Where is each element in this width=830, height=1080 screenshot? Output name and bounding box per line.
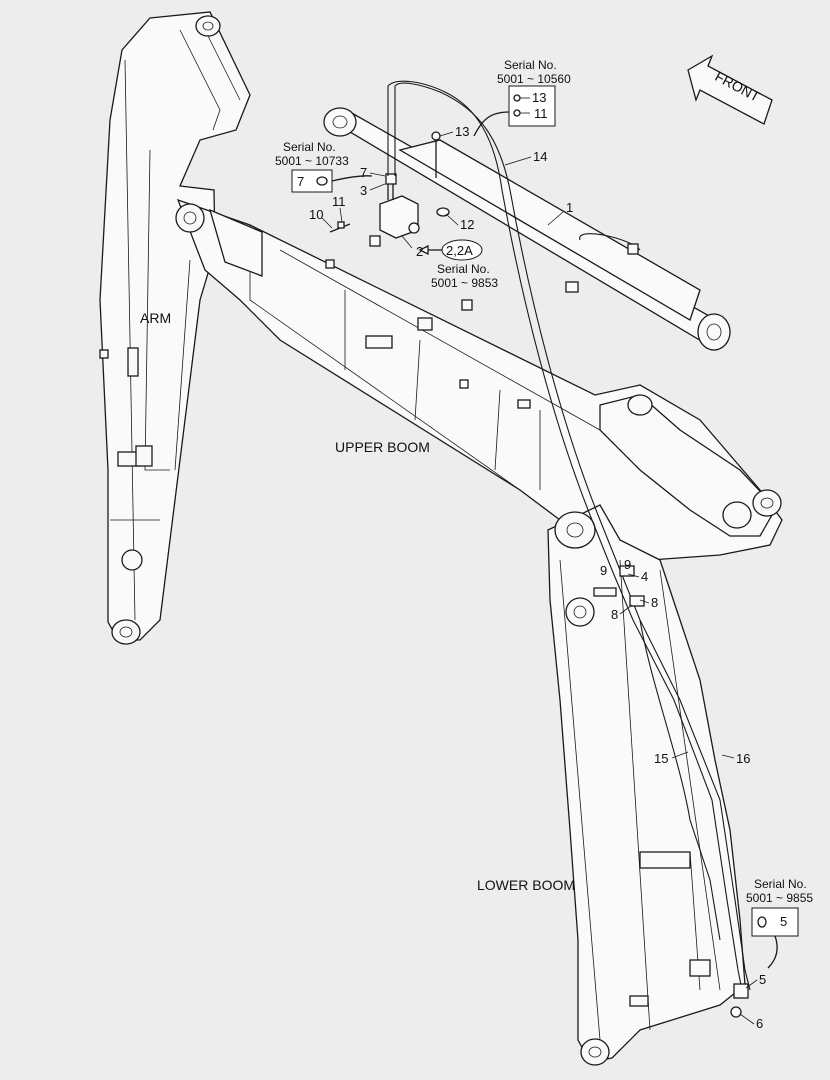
upper-boom-label: UPPER BOOM	[335, 439, 430, 455]
callout-12: 12	[460, 217, 474, 232]
callout-10: 10	[309, 207, 323, 222]
callout-15: 15	[654, 751, 668, 766]
callout-4: 4	[641, 569, 648, 584]
hose-fitting-lower	[733, 983, 749, 999]
callout-6: 6	[756, 1016, 763, 1031]
serial-range: 5001 ~ 10733	[275, 154, 349, 168]
callout-2: 2	[416, 244, 423, 259]
upper-boom-structure	[175, 198, 783, 561]
callout-14: 14	[533, 149, 547, 164]
callout-7: 7	[360, 165, 367, 180]
callouts: 1 2 3 7 10 11 12 13 14 4 9 9 8 8 15 16 5	[309, 124, 766, 1031]
lower-boom-label: LOWER BOOM	[477, 877, 575, 893]
callout-3: 3	[360, 183, 367, 198]
arm-label: ARM	[140, 310, 171, 326]
serial-note-valve: 2,2A Serial No. 5001 ~ 9853	[418, 239, 498, 290]
serial-title: Serial No.	[437, 262, 490, 276]
serial-note-fitting: Serial No. 5001 ~ 10733 7	[275, 140, 373, 193]
hose-fitting-upper	[619, 565, 635, 577]
callout-5-note: 5	[780, 914, 787, 929]
callout-7-note: 7	[297, 174, 304, 189]
callout-8-right: 8	[651, 595, 658, 610]
valve-block	[379, 173, 420, 239]
callout-8-left: 8	[611, 607, 618, 622]
serial-title: Serial No.	[754, 877, 807, 891]
front-direction-arrow: FRONT	[687, 54, 773, 125]
callout-5: 5	[759, 972, 766, 987]
serial-title: Serial No.	[283, 140, 336, 154]
callout-1: 1	[566, 200, 573, 215]
serial-note-hose-clamp: Serial No. 5001 ~ 10560 13 11	[473, 58, 571, 137]
callout-2-2a: 2,2A	[446, 243, 473, 258]
serial-note-lower-fitting: Serial No. 5001 ~ 9855 5	[746, 877, 813, 969]
serial-title: Serial No.	[504, 58, 557, 72]
hydraulic-cylinder	[323, 107, 731, 351]
callout-16: 16	[736, 751, 750, 766]
serial-range: 5001 ~ 9855	[746, 891, 813, 905]
hose-lines	[387, 80, 751, 1018]
serial-range: 5001 ~ 9853	[431, 276, 498, 290]
lower-boom-structure	[547, 504, 746, 1066]
callout-13-note: 13	[532, 90, 546, 105]
callout-11-note: 11	[534, 106, 548, 121]
callout-13: 13	[455, 124, 469, 139]
serial-range: 5001 ~ 10560	[497, 72, 571, 86]
callout-11: 11	[332, 194, 346, 209]
callout-9-left: 9	[600, 563, 607, 578]
arm-structure	[99, 11, 251, 645]
callout-9-right: 9	[624, 557, 631, 572]
